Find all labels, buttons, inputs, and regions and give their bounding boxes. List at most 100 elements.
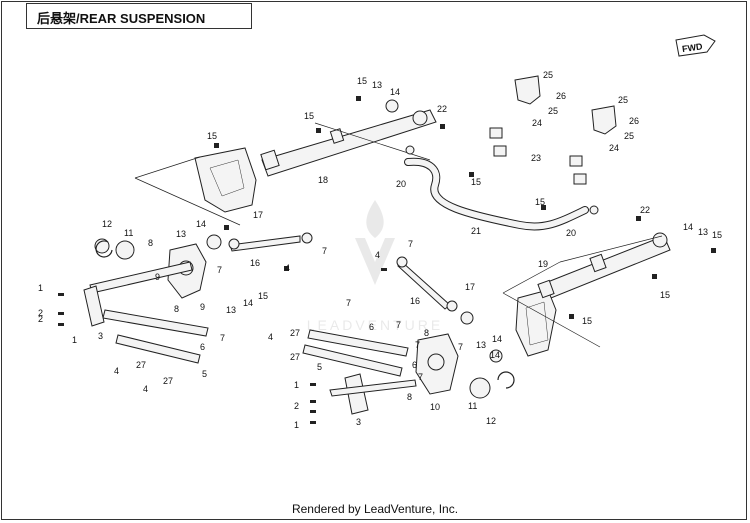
fwd-label: FWD bbox=[681, 41, 703, 54]
callout-5: 5 bbox=[202, 369, 207, 379]
callout-8: 8 bbox=[174, 304, 179, 314]
callout-15: 15 bbox=[535, 197, 545, 207]
callout-7: 7 bbox=[415, 340, 420, 350]
callout-15: 15 bbox=[471, 177, 481, 187]
callout-13: 13 bbox=[698, 227, 708, 237]
callout-5: 5 bbox=[317, 362, 322, 372]
callout-4: 4 bbox=[285, 263, 290, 273]
callout-1: 1 bbox=[72, 335, 77, 345]
callout-20: 20 bbox=[566, 228, 576, 238]
callout-11: 11 bbox=[124, 228, 133, 238]
callout-7: 7 bbox=[408, 239, 413, 249]
callout-1: 1 bbox=[294, 380, 299, 390]
callout-22: 22 bbox=[437, 104, 447, 114]
callout-13: 13 bbox=[176, 229, 186, 239]
callout-18: 18 bbox=[318, 175, 328, 185]
callout-8: 8 bbox=[424, 328, 429, 338]
callout-12: 12 bbox=[486, 416, 496, 426]
callout-3: 3 bbox=[356, 417, 361, 427]
callout-25: 25 bbox=[624, 131, 634, 141]
callout-25: 25 bbox=[543, 70, 553, 80]
callout-7: 7 bbox=[322, 246, 327, 256]
callout-14: 14 bbox=[490, 350, 500, 360]
footer-credit: Rendered by LeadVenture, Inc. bbox=[291, 502, 459, 516]
watermark-text: LEADVENTURE bbox=[307, 317, 443, 333]
callout-16: 16 bbox=[250, 258, 260, 268]
callout-15: 15 bbox=[582, 316, 592, 326]
callout-4: 4 bbox=[375, 250, 380, 260]
callout-16: 16 bbox=[410, 296, 420, 306]
callout-19: 19 bbox=[538, 259, 548, 269]
callout-1: 1 bbox=[294, 420, 299, 430]
callout-25: 25 bbox=[548, 106, 558, 116]
callout-25: 25 bbox=[618, 95, 628, 105]
callout-27: 27 bbox=[136, 360, 146, 370]
leader-box-19 bbox=[502, 235, 663, 348]
callout-26: 26 bbox=[556, 91, 566, 101]
callout-10: 10 bbox=[430, 402, 440, 412]
watermark-logo: LEADVENTURE bbox=[307, 200, 443, 333]
callout-8: 8 bbox=[148, 238, 153, 248]
callout-15: 15 bbox=[207, 131, 217, 141]
callout-2: 2 bbox=[294, 401, 299, 411]
fastener-bolts bbox=[58, 96, 716, 424]
callout-7: 7 bbox=[217, 265, 222, 275]
knuckle-right bbox=[415, 311, 503, 399]
callout-6: 6 bbox=[200, 342, 205, 352]
callout-4: 4 bbox=[114, 366, 119, 376]
callout-9: 9 bbox=[155, 272, 160, 282]
callout-4: 4 bbox=[268, 332, 273, 342]
callout-22: 22 bbox=[640, 205, 650, 215]
callout-1: 1 bbox=[38, 283, 43, 293]
callout-14: 14 bbox=[390, 87, 400, 97]
links-left bbox=[83, 232, 313, 364]
callout-11: 11 bbox=[468, 401, 477, 411]
callout-7: 7 bbox=[458, 342, 463, 352]
callout-26: 26 bbox=[629, 116, 639, 126]
callout-6: 6 bbox=[369, 322, 374, 332]
callout-27: 27 bbox=[163, 376, 173, 386]
callout-15: 15 bbox=[660, 290, 670, 300]
callout-15: 15 bbox=[357, 76, 367, 86]
callout-14: 14 bbox=[683, 222, 693, 232]
circlip-icons bbox=[95, 240, 515, 389]
callout-21: 21 bbox=[471, 226, 481, 236]
callout-20: 20 bbox=[396, 179, 406, 189]
callout-6: 6 bbox=[412, 360, 417, 370]
callout-17: 17 bbox=[465, 282, 475, 292]
trailing-arm-lower bbox=[515, 232, 671, 357]
callout-7: 7 bbox=[220, 333, 225, 343]
callout-9: 9 bbox=[200, 302, 205, 312]
callout-27: 27 bbox=[290, 328, 300, 338]
callout-24: 24 bbox=[609, 143, 619, 153]
callout-13: 13 bbox=[372, 80, 382, 90]
callout-4: 4 bbox=[143, 384, 148, 394]
stabilizer-bar bbox=[404, 145, 599, 231]
fwd-arrow-icon: FWD bbox=[675, 34, 716, 57]
callout-27: 27 bbox=[290, 352, 300, 362]
callout-17: 17 bbox=[253, 210, 263, 220]
callout-2: 2 bbox=[38, 314, 43, 324]
callout-14: 14 bbox=[196, 219, 206, 229]
page-title: 后悬架/REAR SUSPENSION bbox=[37, 11, 206, 26]
callout-labels: 1 1 1 1 2 2 2 3 3 4 4 4 4 4 5 5 6 6 6 7 … bbox=[38, 70, 722, 430]
callout-12: 12 bbox=[102, 219, 112, 229]
callout-14: 14 bbox=[492, 334, 502, 344]
callout-15: 15 bbox=[304, 111, 314, 121]
callout-13: 13 bbox=[476, 340, 486, 350]
callout-24: 24 bbox=[532, 118, 542, 128]
callout-7: 7 bbox=[396, 320, 401, 330]
links-right bbox=[302, 256, 458, 415]
callout-15: 15 bbox=[712, 230, 722, 240]
callout-14: 14 bbox=[243, 298, 253, 308]
callout-15: 15 bbox=[258, 291, 268, 301]
callout-2: 2 bbox=[38, 308, 43, 318]
callout-3: 3 bbox=[98, 331, 103, 341]
callout-7: 7 bbox=[418, 372, 423, 382]
callout-13: 13 bbox=[226, 305, 236, 315]
callout-23: 23 bbox=[531, 153, 541, 163]
stabilizer-brackets bbox=[489, 75, 617, 185]
title-box: 后悬架/REAR SUSPENSION bbox=[26, 3, 252, 29]
